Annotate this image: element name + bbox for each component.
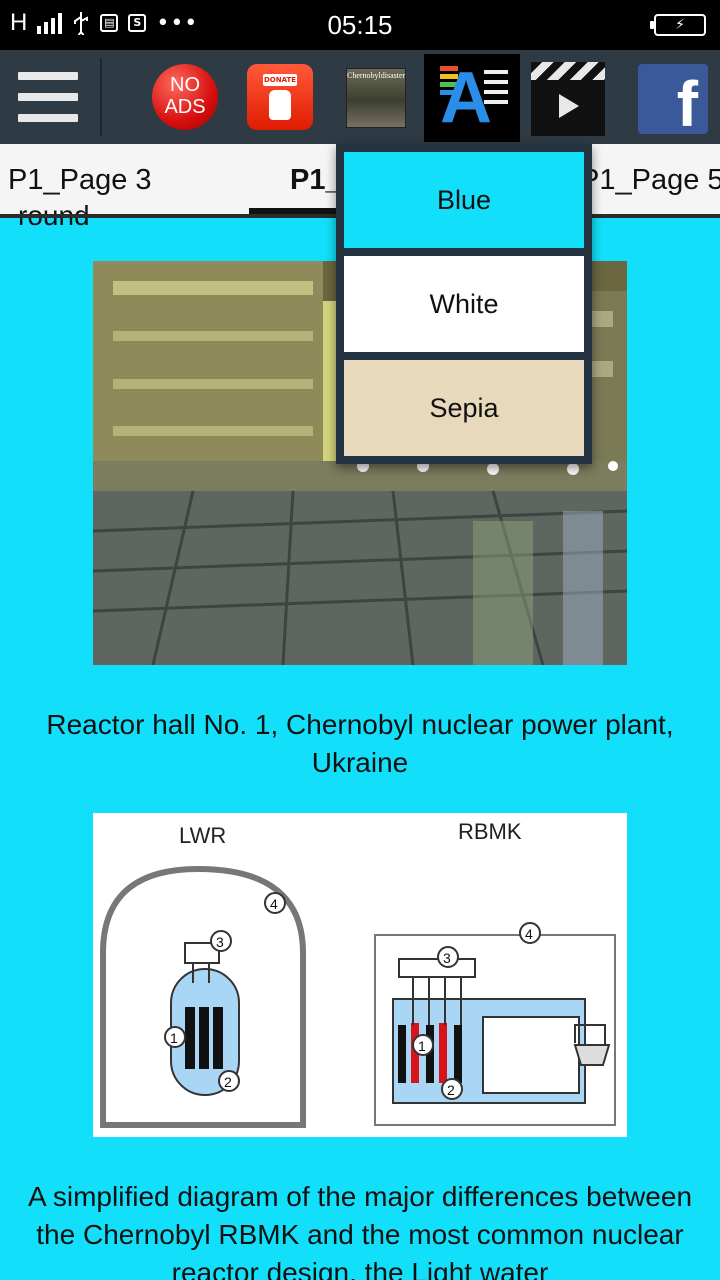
no-ads-button[interactable]: NO ADS <box>152 64 218 130</box>
marker-2-rbmk: 2 <box>441 1078 463 1100</box>
marker-2-lwr: 2 <box>218 1070 240 1092</box>
chernobyl-app-label: Chernobyldisaster <box>347 71 406 80</box>
marker-3-lwr: 3 <box>210 930 232 952</box>
clapperboard-icon <box>531 62 605 80</box>
photo-caption: Reactor hall No. 1, Chernobyl nuclear po… <box>46 709 674 778</box>
marker-3-rbmk: 3 <box>437 946 459 968</box>
color-bars-icon <box>440 66 458 98</box>
theme-color-menu: Blue White Sepia <box>336 144 592 464</box>
tab-page-5[interactable]: P1_Page 5 <box>580 164 720 196</box>
donate-label: DONATE <box>263 74 297 86</box>
clock: 05:15 <box>327 10 393 40</box>
donate-button[interactable]: DONATE <box>247 64 313 130</box>
video-button[interactable] <box>531 62 605 136</box>
no-ads-line1: NO <box>170 74 200 96</box>
letter-a-icon: A <box>440 58 492 138</box>
font-size-button[interactable]: A <box>424 54 520 142</box>
svg-text:3: 3 <box>216 934 224 950</box>
svg-text:4: 4 <box>525 926 533 942</box>
s-app-icon: S <box>128 14 147 32</box>
hand-pointer-icon <box>269 90 291 120</box>
theme-option-white[interactable]: White <box>344 256 584 352</box>
no-ads-line2: ADS <box>164 96 206 118</box>
network-type: H <box>10 9 28 36</box>
status-left: H ▤ S ••• <box>10 9 198 37</box>
marker-1-lwr: 1 <box>164 1026 186 1048</box>
text-lines-icon <box>484 70 508 110</box>
theme-option-blue[interactable]: Blue <box>344 152 584 248</box>
lwr-title: LWR <box>179 823 226 848</box>
diagram-caption: A simplified diagram of the major differ… <box>27 1181 693 1280</box>
rbmk-title: RBMK <box>458 819 522 844</box>
sd-card-icon: ▤ <box>100 14 119 32</box>
signal-icon <box>37 12 63 34</box>
marker-4-rbmk: 4 <box>519 922 541 944</box>
more-notifications-icon: ••• <box>156 10 199 36</box>
play-icon <box>559 94 579 118</box>
marker-1-rbmk: 1 <box>412 1034 434 1056</box>
svg-text:2: 2 <box>447 1082 455 1098</box>
menu-icon[interactable] <box>0 50 100 144</box>
usb-icon <box>74 12 89 35</box>
status-bar: H ▤ S ••• 05:15 ⚡ <box>0 0 720 50</box>
reactor-comparison-diagram: LWR RBMK <box>93 813 627 1137</box>
svg-text:1: 1 <box>170 1030 178 1046</box>
battery-charging-icon: ⚡ <box>650 14 706 36</box>
facebook-button[interactable]: f <box>638 64 708 140</box>
svg-text:1: 1 <box>418 1038 426 1054</box>
svg-text:3: 3 <box>443 950 451 966</box>
svg-text:4: 4 <box>270 896 278 912</box>
tab-page-3[interactable]: P1_Page 3 <box>8 164 152 196</box>
toolbar-divider <box>100 58 102 136</box>
theme-option-sepia[interactable]: Sepia <box>344 360 584 456</box>
svg-text:2: 2 <box>224 1074 232 1090</box>
app-toolbar: NO ADS DONATE Chernobyldisaster A <box>0 50 720 144</box>
facebook-icon: f <box>676 68 698 140</box>
chernobyl-app-button[interactable]: Chernobyldisaster <box>346 68 406 128</box>
marker-4-lwr: 4 <box>264 892 286 914</box>
